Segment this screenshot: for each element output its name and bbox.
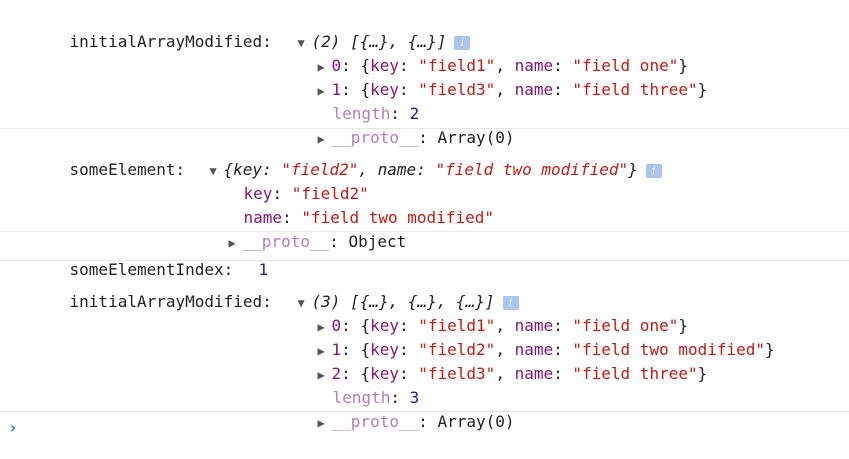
collapsed-triangle-icon[interactable]: ▶ [228,236,236,250]
name-label: name [514,316,554,335]
collapsed-triangle-icon[interactable]: ▶ [317,320,325,334]
key-value: "field1" [418,316,496,335]
key-label: key [370,80,399,99]
console-entry-1: initialArrayModified: ▼ (2) [{…}, {…}] i ▶… [0,0,849,147]
object-summary-toggle[interactable]: ▼ {key: "field2", name: "field two modifi… [171,134,662,179]
key-label: key [370,316,399,335]
array-summary-toggle[interactable]: ▼ (2) [{…}, {…}] i [259,6,471,51]
item-index: 1 [331,340,342,359]
collapsed-triangle-icon[interactable]: ▶ [317,60,325,74]
info-icon[interactable]: i [645,164,662,178]
console-prompt-row[interactable]: › [0,412,849,446]
index-value: 1 [258,260,269,279]
name-label: name [514,80,554,99]
collapsed-triangle-icon[interactable]: ▶ [317,368,325,382]
name-label: name [514,364,554,383]
name-value: "field three" [572,80,698,99]
log-label: someElement: [69,160,186,179]
length-property: length: 2 [332,104,420,123]
length-value: 3 [409,388,420,407]
key-value: "field3" [418,364,496,383]
length-value: 2 [409,104,420,123]
info-icon[interactable]: i [502,296,519,310]
name-value: "field two modified" [301,208,494,227]
name-value: "field one" [572,56,679,75]
array-item-2[interactable]: ▶2: {key: "field3", name: "field three"} [279,338,708,383]
summary-suffix: } [628,160,638,179]
key-label: key [370,340,399,359]
summary-key: "field2" [281,160,359,179]
proto-value: Array(0) [437,128,515,147]
item-index: 2 [331,364,342,383]
collapsed-triangle-icon[interactable]: ▶ [317,344,325,358]
expanded-triangle-icon[interactable]: ▼ [297,36,305,50]
collapsed-triangle-icon[interactable]: ▶ [317,132,325,146]
length-label: length [332,388,391,407]
item-index: 0 [331,56,342,75]
item-index: 0 [331,316,342,335]
key-value: "field3" [418,80,496,99]
length-label: length [332,104,391,123]
key-label: key [370,56,399,75]
info-icon[interactable]: i [454,36,471,50]
log-label: initialArrayModified: [69,32,272,51]
collapsed-triangle-icon[interactable]: ▶ [317,84,325,98]
name-value: "field three" [572,364,698,383]
array-item-1[interactable]: ▶1: {key: "field2", name: "field two mod… [279,314,775,359]
key-value: "field2" [418,340,496,359]
summary-name: "field two modified" [435,160,629,179]
key-value: "field1" [418,56,496,75]
array-summary-toggle[interactable]: ▼ (3) [{…}, {…}, {…}] i [259,266,519,311]
proto-property[interactable]: ▶__proto__: Object [190,206,407,251]
proto-property[interactable]: ▶__proto__: Array(0) [279,102,515,147]
proto-property[interactable]: ▶__proto__: Array(0) [279,386,515,431]
key-value: "field2" [291,184,369,203]
name-label: name [514,56,554,75]
prompt-chevron-icon: › [8,418,18,437]
name-value: "field one" [572,316,679,335]
expanded-triangle-icon[interactable]: ▼ [209,164,217,178]
key-label: key [370,364,399,383]
name-label: name [243,208,283,227]
key-property: key: "field2" [243,184,369,203]
array-item-0[interactable]: ▶0: {key: "field1", name: "field one"} [279,30,688,75]
console-entry-3: someElementIndex: 1 [0,232,849,279]
item-index: 1 [331,80,342,99]
summary-mid: , name: [358,160,436,179]
length-property: length: 3 [332,388,420,407]
log-label: initialArrayModified: [69,292,272,311]
collapsed-triangle-icon[interactable]: ▶ [317,416,325,430]
log-label: someElementIndex: [69,260,234,279]
expanded-triangle-icon[interactable]: ▼ [297,296,305,310]
array-summary: (2) [{…}, {…}] [311,32,447,51]
summary-prefix: {key: [223,160,282,179]
proto-label: __proto__ [242,232,330,251]
proto-label: __proto__ [331,128,419,147]
proto-value: Object [348,232,407,251]
name-label: name [514,340,554,359]
proto-value: Array(0) [437,412,515,431]
console-entry-4: initialArrayModified: ▼ (3) [{…}, {…}, {…… [0,261,849,431]
proto-label: __proto__ [331,412,419,431]
name-property: name: "field two modified" [243,208,494,227]
array-item-0[interactable]: ▶0: {key: "field1", name: "field one"} [279,290,688,335]
console-entry-2: someElement: ▼{key: "field2", name: "fie… [0,129,849,251]
array-item-1[interactable]: ▶1: {key: "field3", name: "field three"} [279,54,708,99]
name-value: "field two modified" [572,340,766,359]
key-label: key [243,184,273,203]
array-summary: (3) [{…}, {…}, {…}] [311,292,495,311]
